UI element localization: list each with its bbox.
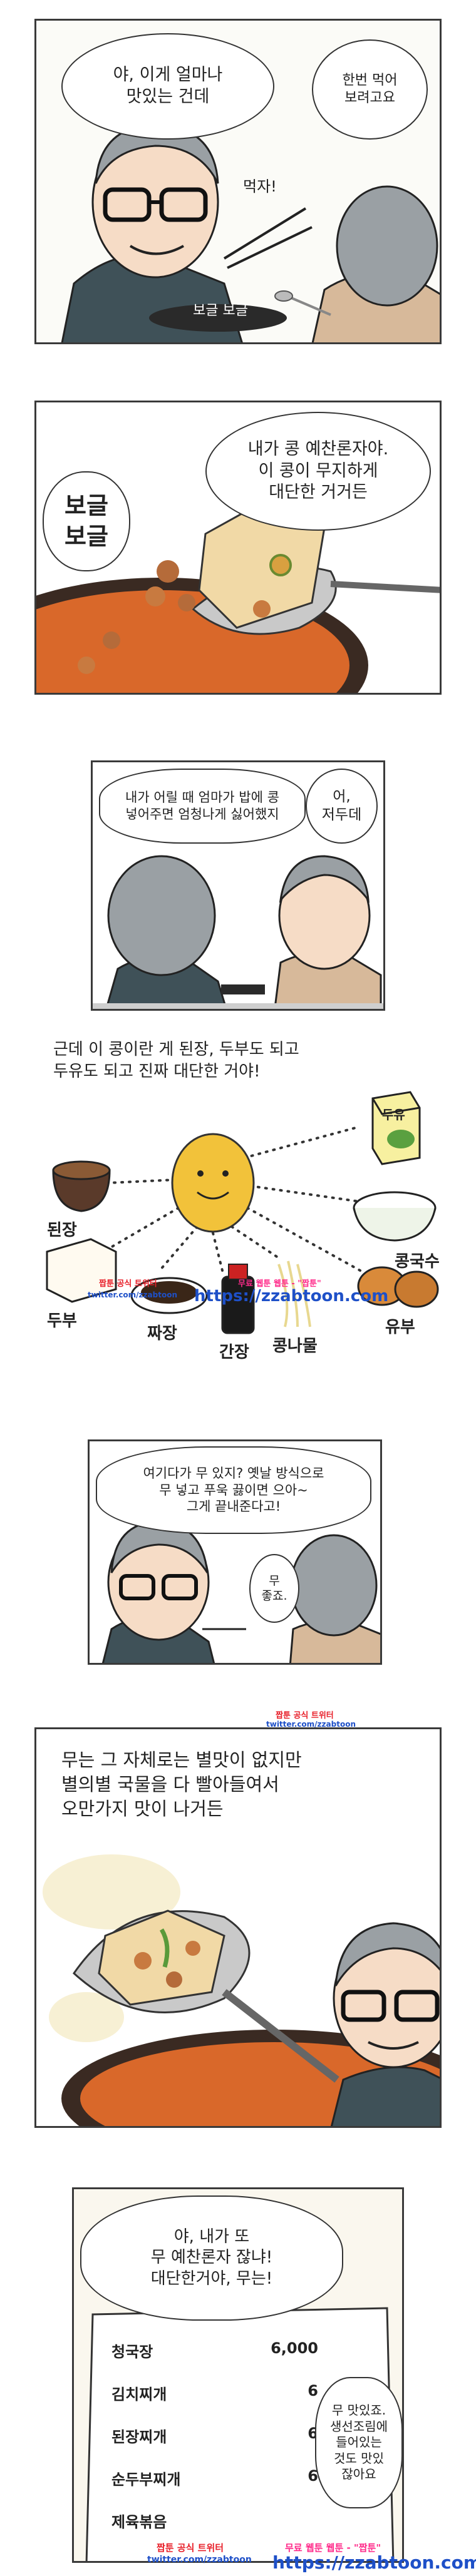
watermark-tag-mid: 무료 웹툰 웹툰 - "짭툰"	[238, 1279, 321, 1289]
panel-6-caption: 무는 그 자체로는 별맛이 없지만 별의별 국물을 다 빨아들여서 오만가지 맛…	[61, 1749, 302, 1820]
panel-6-art	[36, 1729, 440, 2126]
menu-board: 청국장 6,000 김치찌개 6 된장찌개 6 순두부찌개 6 제육볶음	[111, 2339, 318, 2552]
label-jjajang: 짜장	[147, 1324, 177, 1343]
sfx-boil: 보글 보글	[193, 303, 248, 319]
panel-6: 무는 그 자체로는 별맛이 없지만 별의별 국물을 다 빨아들여서 오만가지 맛…	[34, 1727, 442, 2128]
menu-row: 김치찌개 6	[111, 2382, 318, 2404]
sfx-eat: 먹자!	[243, 178, 277, 195]
menu-item-name: 된장찌개	[111, 2428, 167, 2446]
speech-bubble-young-man: 한번 먹어 보려고요	[312, 39, 428, 140]
menu-item-price: 6	[308, 2382, 318, 2400]
speech-bubble-fish-stew: 무 맛있죠. 생선조림에 들어있는 것도 맛있 잖아요	[315, 2377, 402, 2508]
menu-row: 청국장 6,000	[111, 2339, 318, 2361]
menu-item-name: 제육볶음	[111, 2513, 167, 2531]
label-yubu: 유부	[385, 1318, 415, 1337]
panel-3: 내가 어릴 때 엄마가 밥에 콩 넣어주면 엄청나게 싫어했지 어, 저두데	[91, 760, 385, 1011]
watermark-url-mid: https://zzabtoon.com	[194, 1287, 389, 1306]
label-kongguksu: 콩국수	[395, 1252, 440, 1271]
watermark-twitter-bottom: twitter.com/zzabtoon	[147, 2555, 252, 2565]
panel-4-caption: 근데 이 콩이란 게 된장, 두부도 되고 두유도 되고 진짜 대단한 거야!	[53, 1040, 299, 1081]
speech-bubble-me-too: 어, 저두데	[306, 769, 378, 844]
watermark-cn-bottom: 짭툰 공식 트위터	[157, 2542, 224, 2553]
panel-7: 야, 내가 또 무 예찬론자 잖냐! 대단한거야, 무는! 청국장 6,000 …	[72, 2187, 404, 2563]
label-tofu: 두부	[47, 1312, 77, 1331]
panel-5: 여기다가 무 있지? 옛날 방식으로 무 넣고 푸욱 끓이면 으아~ 그게 끝내…	[88, 1439, 382, 1665]
speech-text: 무 좋죠.	[261, 1573, 287, 1603]
menu-item-price: 6,000	[271, 2339, 318, 2357]
label-bean-sprouts: 콩나물	[272, 1337, 318, 1356]
menu-item-name: 청국장	[111, 2343, 153, 2361]
speech-text: 여기다가 무 있지? 옛날 방식으로 무 넣고 푸욱 끓이면 으아~ 그게 끝내…	[143, 1465, 324, 1515]
watermark-twitter-p6: twitter.com/zzabtoon	[266, 1720, 356, 1729]
panel-1: 야, 이게 얼마나 맛있는 건데 한번 먹어 보려고요 먹자! 보글 보글	[34, 19, 442, 344]
speech-text: 야, 내가 또 무 예찬론자 잖냐! 대단한거야, 무는!	[150, 2227, 273, 2288]
speech-text: 한번 먹어 보려고요	[342, 72, 398, 106]
label-soy-sauce: 간장	[219, 1343, 249, 1362]
speech-text: 무 맛있죠. 생선조림에 들어있는 것도 맛있 잖아요	[330, 2403, 388, 2482]
speech-bubble-bean-praise: 내가 콩 예찬론자야. 이 콩이 무지하게 대단한 거거든	[205, 412, 431, 531]
watermark-tag-bottom: 무료 웹툰 웹툰 - "짭툰"	[285, 2542, 381, 2553]
speech-text: 어, 저두데	[321, 788, 362, 823]
speech-bubble-radish-fan: 야, 내가 또 무 예찬론자 잖냐! 대단한거야, 무는!	[80, 2195, 343, 2321]
label-doenjang: 된장	[47, 1221, 77, 1240]
panel-4: 근데 이 콩이란 게 된장, 두부도 되고 두유도 되고 진짜 대단한 거야!	[34, 1039, 442, 1389]
label-soy-milk: 두유	[382, 1107, 405, 1122]
menu-row: 순두부찌개 6	[111, 2467, 318, 2489]
menu-item-price: 6	[308, 2467, 318, 2485]
menu-row: 제육볶음	[111, 2510, 318, 2532]
sfx-boil-bubble: 보글 보글	[43, 471, 130, 571]
menu-row: 된장찌개 6	[111, 2425, 318, 2446]
watermark-twitter-mid: twitter.com/zzabtoon	[88, 1291, 177, 1299]
speech-bubble-childhood: 내가 어릴 때 엄마가 밥에 콩 넣어주면 엄청나게 싫어했지	[99, 769, 306, 844]
watermark-cn-p6: 짭툰 공식 트위터	[276, 1711, 334, 1720]
speech-text: 내가 콩 예찬론자야. 이 콩이 무지하게 대단한 거거든	[247, 439, 389, 503]
speech-bubble-radish: 여기다가 무 있지? 옛날 방식으로 무 넣고 푸욱 끓이면 으아~ 그게 끝내…	[96, 1446, 371, 1534]
menu-item-name: 순두부찌개	[111, 2471, 181, 2488]
menu-item-name: 김치찌개	[111, 2386, 167, 2403]
speech-bubble-radish-good: 무 좋죠.	[249, 1554, 299, 1623]
watermark-cn-mid: 짭툰 공식 트위터	[99, 1279, 157, 1289]
panel-4-art	[46, 1091, 439, 1334]
speech-text: 내가 어릴 때 엄마가 밥에 콩 넣어주면 엄청나게 싫어했지	[125, 790, 279, 822]
sfx-boil-text: 보글 보글	[65, 492, 108, 550]
panel-2: 내가 콩 예찬론자야. 이 콩이 무지하게 대단한 거거든 보글 보글	[34, 401, 442, 695]
speech-text: 야, 이게 얼마나 맛있는 건데	[113, 65, 223, 106]
watermark-url-bottom: https://zzabtoon.com	[272, 2552, 476, 2573]
speech-bubble-older-man: 야, 이게 얼마나 맛있는 건데	[61, 33, 274, 140]
